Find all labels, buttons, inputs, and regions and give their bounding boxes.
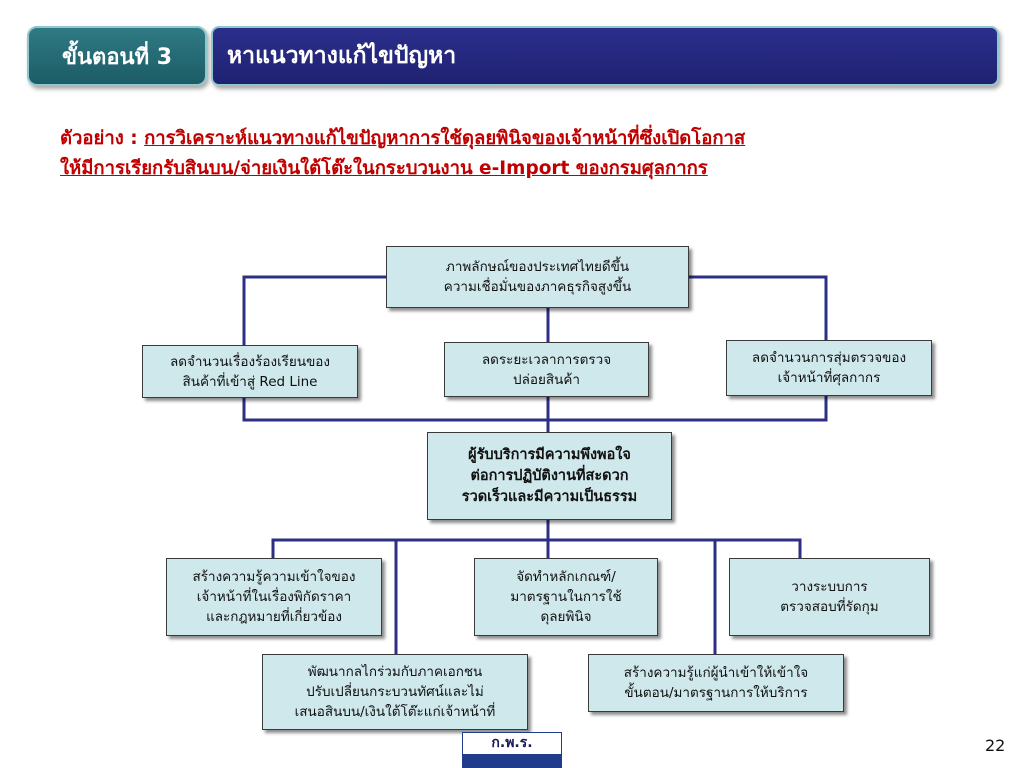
box-text: จัดทำหลักเกณฑ์/: [516, 569, 616, 585]
step-tab: ขั้นตอนที่ 3: [27, 26, 207, 86]
box-text: เจ้าหน้าที่ศุลกากร: [777, 370, 881, 386]
example-prefix: ตัวอย่าง :: [60, 128, 145, 149]
page-number: 22: [985, 736, 1006, 755]
box-mid-center: ลดระยะเวลาการตรวจปล่อยสินค้า: [444, 342, 649, 397]
box-mid-left: ลดจำนวนเรื่องร้องเรียนของสินค้าที่เข้าสู…: [142, 345, 358, 398]
box-text: ลดจำนวนการสุ่มตรวจของ: [751, 350, 907, 366]
box-text: ขั้นตอน/มาตรฐานการให้บริการ: [624, 685, 808, 701]
title-bar: หาแนวทางแก้ไขปัญหา: [211, 26, 999, 86]
box-mid-right: ลดจำนวนการสุ่มตรวจของเจ้าหน้าที่ศุลกากร: [726, 340, 932, 396]
example-heading: ตัวอย่าง : การวิเคราะห์แนวทางแก้ไขปัญหาก…: [60, 124, 990, 184]
box-text: ปรับเปลี่ยนกระบวนทัศน์และไม่: [306, 684, 484, 700]
box-text: เสนอสินบน/เงินใต้โต๊ะแก่เจ้าหน้าที่: [294, 704, 496, 720]
connector-top-left: [242, 275, 386, 345]
logo-bar: [463, 754, 561, 767]
connector-top-right: [689, 275, 828, 340]
box-low-left: สร้างความรู้ความเข้าใจของเจ้าหน้าที่ในเร…: [166, 558, 382, 636]
box-text: รวดเร็วและมีความเป็นธรรม: [461, 488, 638, 505]
logo-text: ก.พ.ร.: [491, 735, 533, 751]
box-low-right: วางระบบการตรวจสอบที่รัดกุม: [729, 558, 930, 636]
box-text: ดุลยพินิจ: [540, 609, 592, 625]
connector-mid-left: [242, 398, 548, 422]
box-text: พัฒนากลไกร่วมกับภาคเอกชน: [307, 664, 483, 680]
box-text: ลดระยะเวลาการตรวจ: [481, 351, 612, 368]
box-text: ความเชื่อมั่นของภาคธุรกิจสูงขึ้น: [443, 279, 632, 295]
box-text: ตรวจสอบที่รัดกุม: [780, 599, 879, 615]
opdc-logo: ก.พ.ร.: [462, 732, 562, 768]
box-bottom-right: สร้างความรู้แก่ผู้นำเข้าให้เข้าใจขั้นตอน…: [588, 654, 844, 712]
connector-lower-bus: [271, 538, 802, 558]
box-text: ภาพลักษณ์ของประเทศไทยดีขึ้น: [445, 259, 630, 275]
box-top-goal: ภาพลักษณ์ของประเทศไทยดีขึ้นความเชื่อมั่น…: [386, 246, 689, 308]
box-text: เจ้าหน้าที่ในเรื่องพิกัดราคา: [196, 589, 352, 605]
box-text: สร้างความรู้ความเข้าใจของ: [192, 569, 356, 585]
example-line-1: การวิเคราะห์แนวทางแก้ไขปัญหาการใช้ดุลยพิ…: [144, 128, 746, 149]
step-label: ขั้นตอนที่ 3: [61, 44, 173, 70]
box-center-outcome: ผู้รับบริการมีความพึงพอใจต่อการปฏิบัติงา…: [427, 432, 672, 520]
box-text: สินค้าที่เข้าสู่ Red Line: [182, 373, 318, 390]
box-text: ปล่อยสินค้า: [513, 371, 580, 388]
example-line-2: ให้มีการเรียกรับสินบน/จ่ายเงินใต้โต๊ะในก…: [60, 158, 708, 179]
box-text: ลดจำนวนเรื่องร้องเรียนของ: [169, 353, 331, 370]
box-low-center: จัดทำหลักเกณฑ์/ มาตรฐานในการใช้ดุลยพินิจ: [474, 558, 658, 636]
box-text: ผู้รับบริการมีความพึงพอใจ: [468, 446, 631, 463]
box-bottom-left: พัฒนากลไกร่วมกับภาคเอกชนปรับเปลี่ยนกระบว…: [262, 654, 528, 730]
slide-title: หาแนวทางแก้ไขปัญหา: [227, 43, 457, 69]
box-text: และกฎหมายที่เกี่ยวข้อง: [206, 609, 342, 625]
box-text: วางระบบการ: [791, 579, 868, 595]
box-text: มาตรฐานในการใช้: [510, 589, 622, 605]
connector-mid-right: [548, 396, 828, 422]
box-text: ต่อการปฏิบัติงานที่สะดวก: [470, 467, 629, 484]
box-text: สร้างความรู้แก่ผู้นำเข้าให้เข้าใจ: [623, 665, 809, 681]
